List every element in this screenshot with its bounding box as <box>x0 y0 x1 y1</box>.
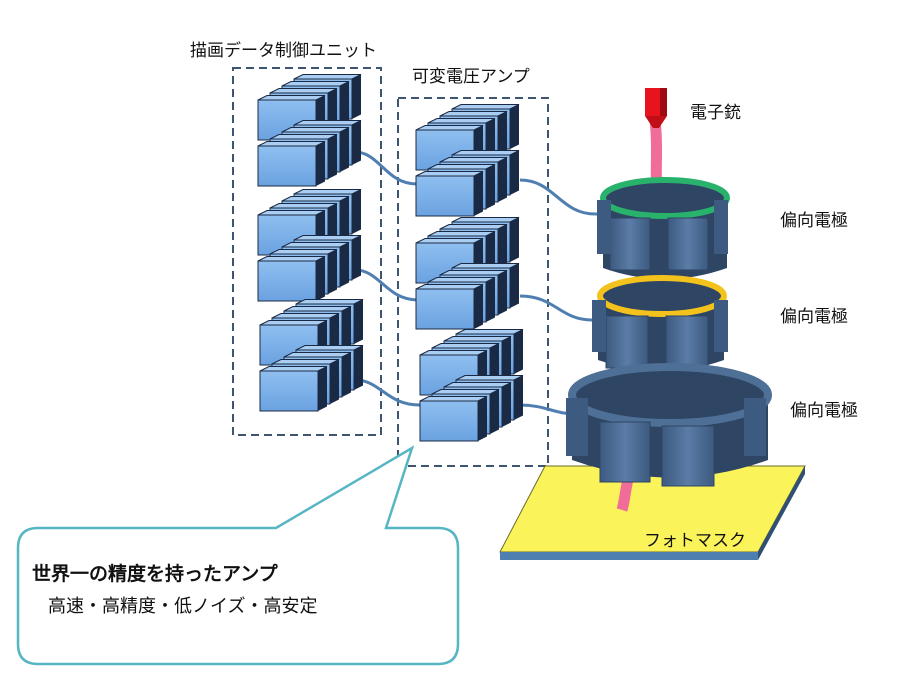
block-stack <box>257 74 362 187</box>
callout-title: 世界一の精度を持ったアンプ <box>32 562 279 585</box>
photomask-label: フォトマスク <box>644 531 746 551</box>
block-stack <box>257 189 362 302</box>
control-unit-dashed-box <box>232 67 382 436</box>
electron-gun-label: 電子銃 <box>690 103 741 123</box>
block-stacks <box>257 74 524 442</box>
electron-gun <box>645 88 667 128</box>
deflector-ring-1 <box>597 177 730 279</box>
deflector-3-label: 偏向電極 <box>790 401 858 421</box>
callout-subtitle: 高速・高精度・低ノイズ・高安定 <box>48 596 317 617</box>
callout-bubble <box>16 445 460 666</box>
photomask <box>499 465 806 560</box>
block-stack <box>259 299 364 412</box>
amp-label: 可変電圧アンプ <box>412 67 530 87</box>
cube-block <box>415 171 484 217</box>
block-stack <box>419 329 524 442</box>
cube-block <box>257 256 326 302</box>
amp-dashed-box <box>397 97 549 467</box>
cube-block <box>259 366 328 412</box>
block-stack <box>415 104 520 217</box>
control-unit-label: 描画データ制御ユニット <box>190 40 377 61</box>
deflector-2-label: 偏向電極 <box>780 307 848 327</box>
cube-block <box>257 141 326 187</box>
deflector-ring-2 <box>592 275 728 371</box>
cube-block <box>419 396 488 442</box>
deflector-1-label: 偏向電極 <box>780 211 848 231</box>
deflector-ring-3 <box>566 363 772 487</box>
cube-block <box>415 284 484 330</box>
block-stack <box>415 217 520 330</box>
